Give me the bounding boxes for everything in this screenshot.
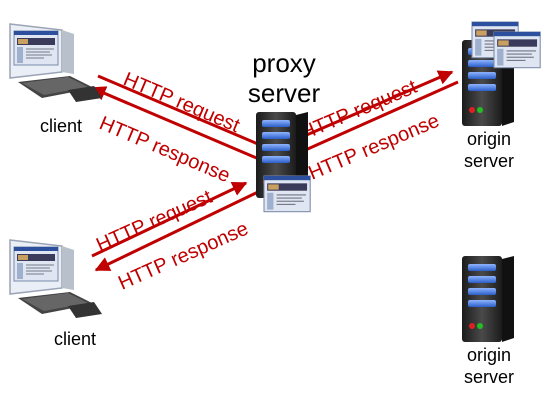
computer-icon <box>10 24 102 102</box>
proxy-label-line2: server <box>247 78 321 108</box>
client-top-label: client <box>40 116 83 136</box>
browser-window-icon <box>493 31 541 69</box>
proxy-server-label: proxy server <box>236 48 332 108</box>
origin-bottom-line2: server <box>463 367 514 387</box>
origin-server-top-label: origin server <box>456 128 522 172</box>
origin-bottom-line1: origin <box>466 345 512 365</box>
server-icon <box>462 256 514 342</box>
browser-window-icon <box>263 175 311 213</box>
arrow-req-bottom-left <box>91 181 248 258</box>
arrow-req-top-left <box>97 74 274 152</box>
computer-icon <box>10 240 102 318</box>
client-bottom-label: client <box>54 329 97 349</box>
origin-top-line1: origin <box>466 129 512 149</box>
origin-top-line2: server <box>463 151 514 171</box>
origin-server-bottom-label: origin server <box>456 344 522 388</box>
proxy-label-line1: proxy <box>252 48 316 78</box>
arrow-resp-bottom-left <box>94 190 259 272</box>
arrow-resp-top-left <box>90 86 267 164</box>
